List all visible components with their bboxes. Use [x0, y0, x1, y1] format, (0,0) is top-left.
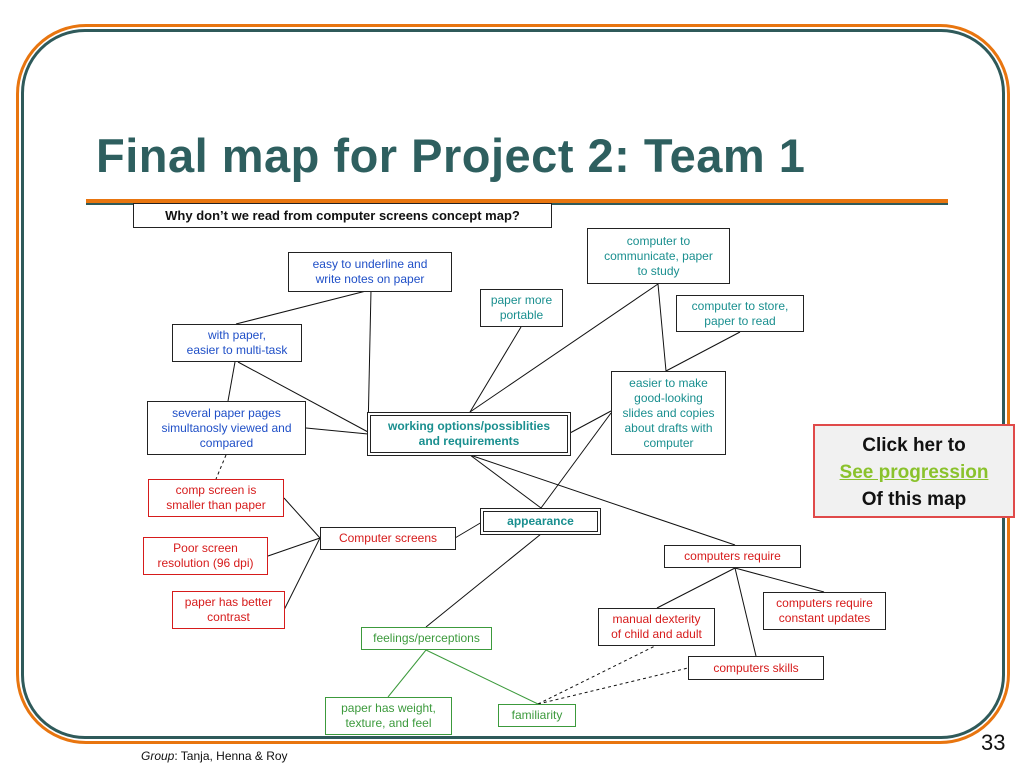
link-screens-poor: [267, 537, 321, 557]
node-text-line: smaller than paper: [166, 498, 266, 512]
link-working-appearance: [469, 454, 542, 509]
node-text-line: computers skills: [713, 660, 799, 675]
link-working-portable: [469, 326, 522, 413]
node-text-line: slides and copies: [622, 405, 715, 420]
slide-title: Final map for Project 2: Team 1: [96, 129, 806, 182]
link-working-require: [469, 454, 736, 546]
link-easy-with: [235, 289, 371, 325]
title-rule-orange: [86, 199, 948, 203]
node-text-line: contrast: [207, 610, 250, 624]
node-text-line: portable: [499, 308, 544, 322]
node-text-line: paper more: [490, 293, 553, 307]
node-text-line: manual dexterity: [612, 612, 701, 626]
node-text-line: appearance: [507, 514, 574, 528]
node-text-line: several paper pages: [172, 405, 281, 420]
node-text-line: computer: [643, 435, 694, 450]
slide-footer: Group: Tanja, Henna & Roy: [141, 749, 288, 763]
node-text-line: paper has better: [184, 595, 273, 609]
node-computers-require: computers require: [664, 545, 801, 568]
slide-frame-outer: [16, 24, 1010, 744]
node-text-line: easier to multi-task: [186, 343, 288, 357]
concept-map-question: Why don’t we read from computer screens …: [133, 203, 552, 228]
link-communicate-easier: [657, 283, 667, 372]
page-number: 33: [981, 730, 1006, 755]
node-text-line: Poor screen: [173, 541, 238, 555]
node-computers-skills: computers skills: [688, 656, 824, 680]
callout-line-3: Of this map: [861, 489, 967, 510]
progression-callout[interactable]: Click her to See progression Of this map: [813, 424, 1015, 518]
node-text-line: and requirements: [418, 434, 520, 448]
node-appearance: appearance: [480, 508, 601, 535]
node-text-line: computers require: [776, 596, 873, 610]
footer-names: : Tanja, Henna & Roy: [174, 749, 288, 763]
node-text-line: comp screen is: [175, 483, 257, 497]
node-text-line: with paper,: [207, 328, 267, 342]
footer-label: Group: [141, 749, 175, 763]
node-text-line: good-looking: [634, 390, 703, 405]
node-text-line: easy to underline and: [312, 257, 428, 271]
node-text-line: to study: [637, 263, 680, 278]
node-feelings-perceptions: feelings/perceptions: [361, 627, 492, 650]
node-computer-to-store: computer to store,paper to read: [676, 295, 804, 332]
link-store-easier: [665, 331, 741, 372]
slide-frame-inner: [21, 29, 1005, 739]
node-text-line: working options/possiblities: [387, 419, 550, 433]
node-text-line: Computer screens: [338, 531, 438, 545]
node-text-line: communicate, paper: [604, 248, 713, 263]
node-text-line: feelings/perceptions: [373, 631, 480, 645]
node-text-line: computer to store,: [691, 298, 789, 313]
link-with-working: [237, 361, 369, 433]
link-appearance-screens: [454, 521, 483, 539]
node-text-line: of child and adult: [611, 627, 702, 641]
link-require-updates: [734, 567, 825, 593]
node-text-line: constant updates: [778, 611, 871, 625]
node-text-line: texture, and feel: [345, 716, 432, 730]
link-appearance-feelings: [425, 533, 542, 628]
node-text-line: easier to make: [629, 375, 708, 390]
node-text-line: familiarity: [511, 708, 563, 722]
node-familiarity: familiarity: [498, 704, 576, 727]
node-text-line: computer to: [626, 233, 691, 248]
link-screens-smaller: [283, 497, 321, 539]
link-easy-working: [367, 289, 372, 433]
link-dashed-familiarity-skills: [537, 667, 689, 705]
link-require-skills: [734, 567, 757, 657]
node-text-line: about drafts with: [624, 420, 713, 435]
node-text-line: resolution (96 dpi): [157, 556, 254, 570]
node-text-line: paper has weight,: [341, 701, 436, 715]
link-require-manual: [656, 567, 736, 609]
link-working-easier: [569, 410, 612, 434]
link-dashed-several-smaller: [215, 454, 227, 480]
link-with-several: [227, 361, 236, 402]
node-with-paper: with paper,easier to multi-task: [172, 324, 302, 362]
link-screens-contrast: [283, 537, 321, 611]
see-progression-link[interactable]: See progression: [839, 462, 989, 483]
link-feelings-familiarity: [425, 649, 539, 705]
node-text-line: computers require: [684, 549, 781, 563]
node-text-line: write notes on paper: [315, 272, 425, 286]
link-working-communicate: [469, 283, 659, 413]
node-text-line: compared: [199, 435, 254, 450]
link-feelings-weight: [387, 649, 427, 698]
link-dashed-familiarity-manual: [537, 644, 658, 705]
node-text-line: simultanosly viewed and: [161, 420, 292, 435]
node-paper-weight-texture: paper has weight,texture, and feel: [325, 697, 452, 735]
callout-line-1: Click her to: [862, 435, 966, 456]
node-computer-screens: Computer screens: [320, 527, 456, 550]
link-easier-appearance: [540, 412, 612, 509]
node-text-line: paper to read: [704, 313, 776, 328]
link-several-working: [305, 427, 369, 435]
